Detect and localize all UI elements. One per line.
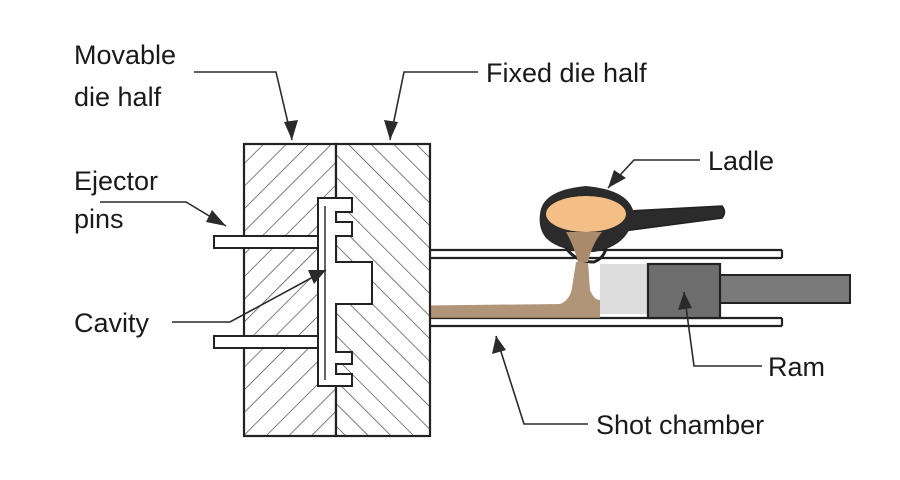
label-ladle: Ladle (708, 146, 774, 176)
ram-block (646, 262, 722, 320)
molten-metal-in-ladle (546, 196, 626, 232)
ladle (539, 186, 726, 264)
leader-lines (100, 71, 762, 425)
label-movable-line1: Movable (74, 40, 176, 70)
label-ram: Ram (768, 352, 825, 382)
metal-stream (566, 232, 602, 262)
ejector-pin-upper (213, 235, 319, 249)
label-ejector-line1: Ejector (74, 166, 158, 196)
ladle-pour-lip (564, 247, 608, 264)
ladle-handle (609, 205, 726, 233)
die-cavity (317, 197, 373, 387)
ram-assembly (646, 262, 851, 320)
label-shot-chamber: Shot chamber (596, 410, 764, 440)
label-cavity: Cavity (74, 308, 150, 338)
label-movable-line2: die half (74, 82, 162, 112)
label-fixed-die-half: Fixed die half (486, 58, 647, 88)
ejector-pin-lower (213, 335, 319, 349)
ejector-pins (213, 235, 319, 349)
chamber-fill (600, 264, 648, 314)
plunger-rod (719, 274, 851, 304)
label-ejector-line2: pins (74, 204, 124, 234)
